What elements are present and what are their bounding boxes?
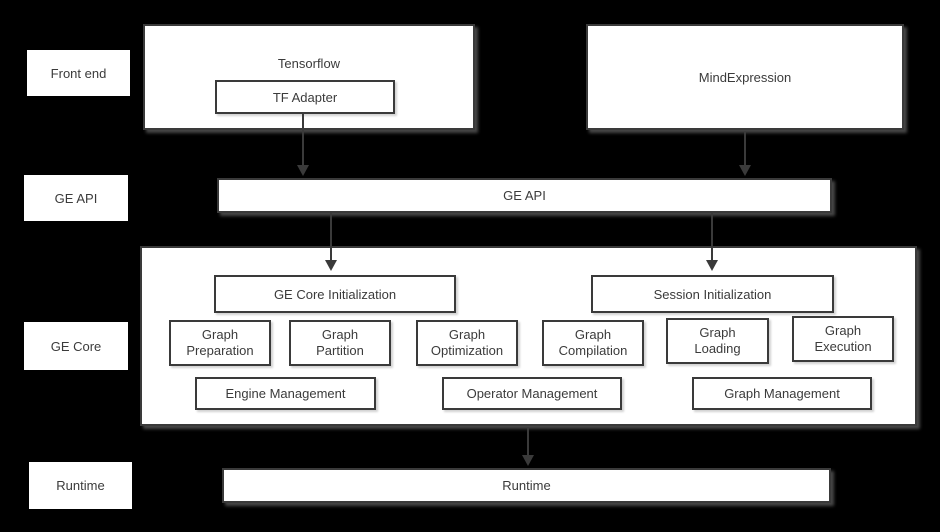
arrow-stem: [302, 114, 304, 165]
row-label-ge-core: GE Core: [24, 322, 128, 370]
arrow-mindexpression-to-ge-api: [738, 131, 752, 176]
arrow-down-icon: [297, 165, 309, 176]
ge-core-initialization-box: GE Core Initialization: [214, 275, 456, 313]
tensorflow-title: Tensorflow: [277, 56, 341, 71]
runtime-bar-label: Runtime: [502, 478, 551, 493]
arrow-down-icon: [706, 260, 718, 271]
arrow-down-icon: [522, 455, 534, 466]
ge-api-bar: GE API: [217, 178, 832, 213]
tensorflow-box: Tensorflow TF Adapter: [143, 24, 475, 130]
arrow-ge-core-to-runtime: [521, 427, 535, 466]
operator-management-box: Operator Management: [442, 377, 622, 410]
row-label-ge-api-text: GE API: [54, 190, 98, 206]
arrow-stem: [711, 213, 713, 260]
arrow-stem: [744, 131, 746, 165]
ge-core-initialization-label: GE Core Initialization: [273, 286, 397, 302]
graph-management-label: Graph Management: [724, 386, 840, 401]
ge-api-bar-label: GE API: [503, 188, 546, 203]
row-label-ge-core-text: GE Core: [50, 338, 102, 354]
row-label-runtime: Runtime: [29, 462, 132, 509]
row-label-front-end-text: Front end: [50, 65, 107, 81]
engine-management-box: Engine Management: [195, 377, 376, 410]
tf-adapter-box: TF Adapter: [215, 80, 395, 114]
session-initialization-label: Session Initialization: [653, 286, 772, 302]
mindexpression-label: MindExpression: [698, 69, 792, 85]
tf-adapter-label: TF Adapter: [272, 89, 338, 105]
ge-core-box: GE Core Initialization Session Initializ…: [140, 246, 917, 426]
row-label-ge-api: GE API: [24, 175, 128, 221]
engine-management-label: Engine Management: [225, 386, 346, 401]
runtime-bar: Runtime: [222, 468, 831, 503]
row-label-runtime-text: Runtime: [56, 478, 105, 493]
mindexpression-box: MindExpression: [586, 24, 904, 130]
arrow-down-icon: [325, 260, 337, 271]
session-initialization-box: Session Initialization: [591, 275, 834, 313]
operator-management-label: Operator Management: [466, 386, 598, 401]
row-label-front-end: Front end: [27, 50, 130, 96]
arrow-ge-api-to-ge-core-initialization: [324, 213, 338, 271]
graph-management-box: Graph Management: [692, 377, 872, 410]
arrow-stem: [330, 213, 332, 260]
arrow-ge-api-to-session-initialization: [705, 213, 719, 271]
arrow-down-icon: [739, 165, 751, 176]
arrow-tf-adapter-to-ge-api: [296, 114, 310, 176]
arrow-stem: [527, 427, 529, 455]
